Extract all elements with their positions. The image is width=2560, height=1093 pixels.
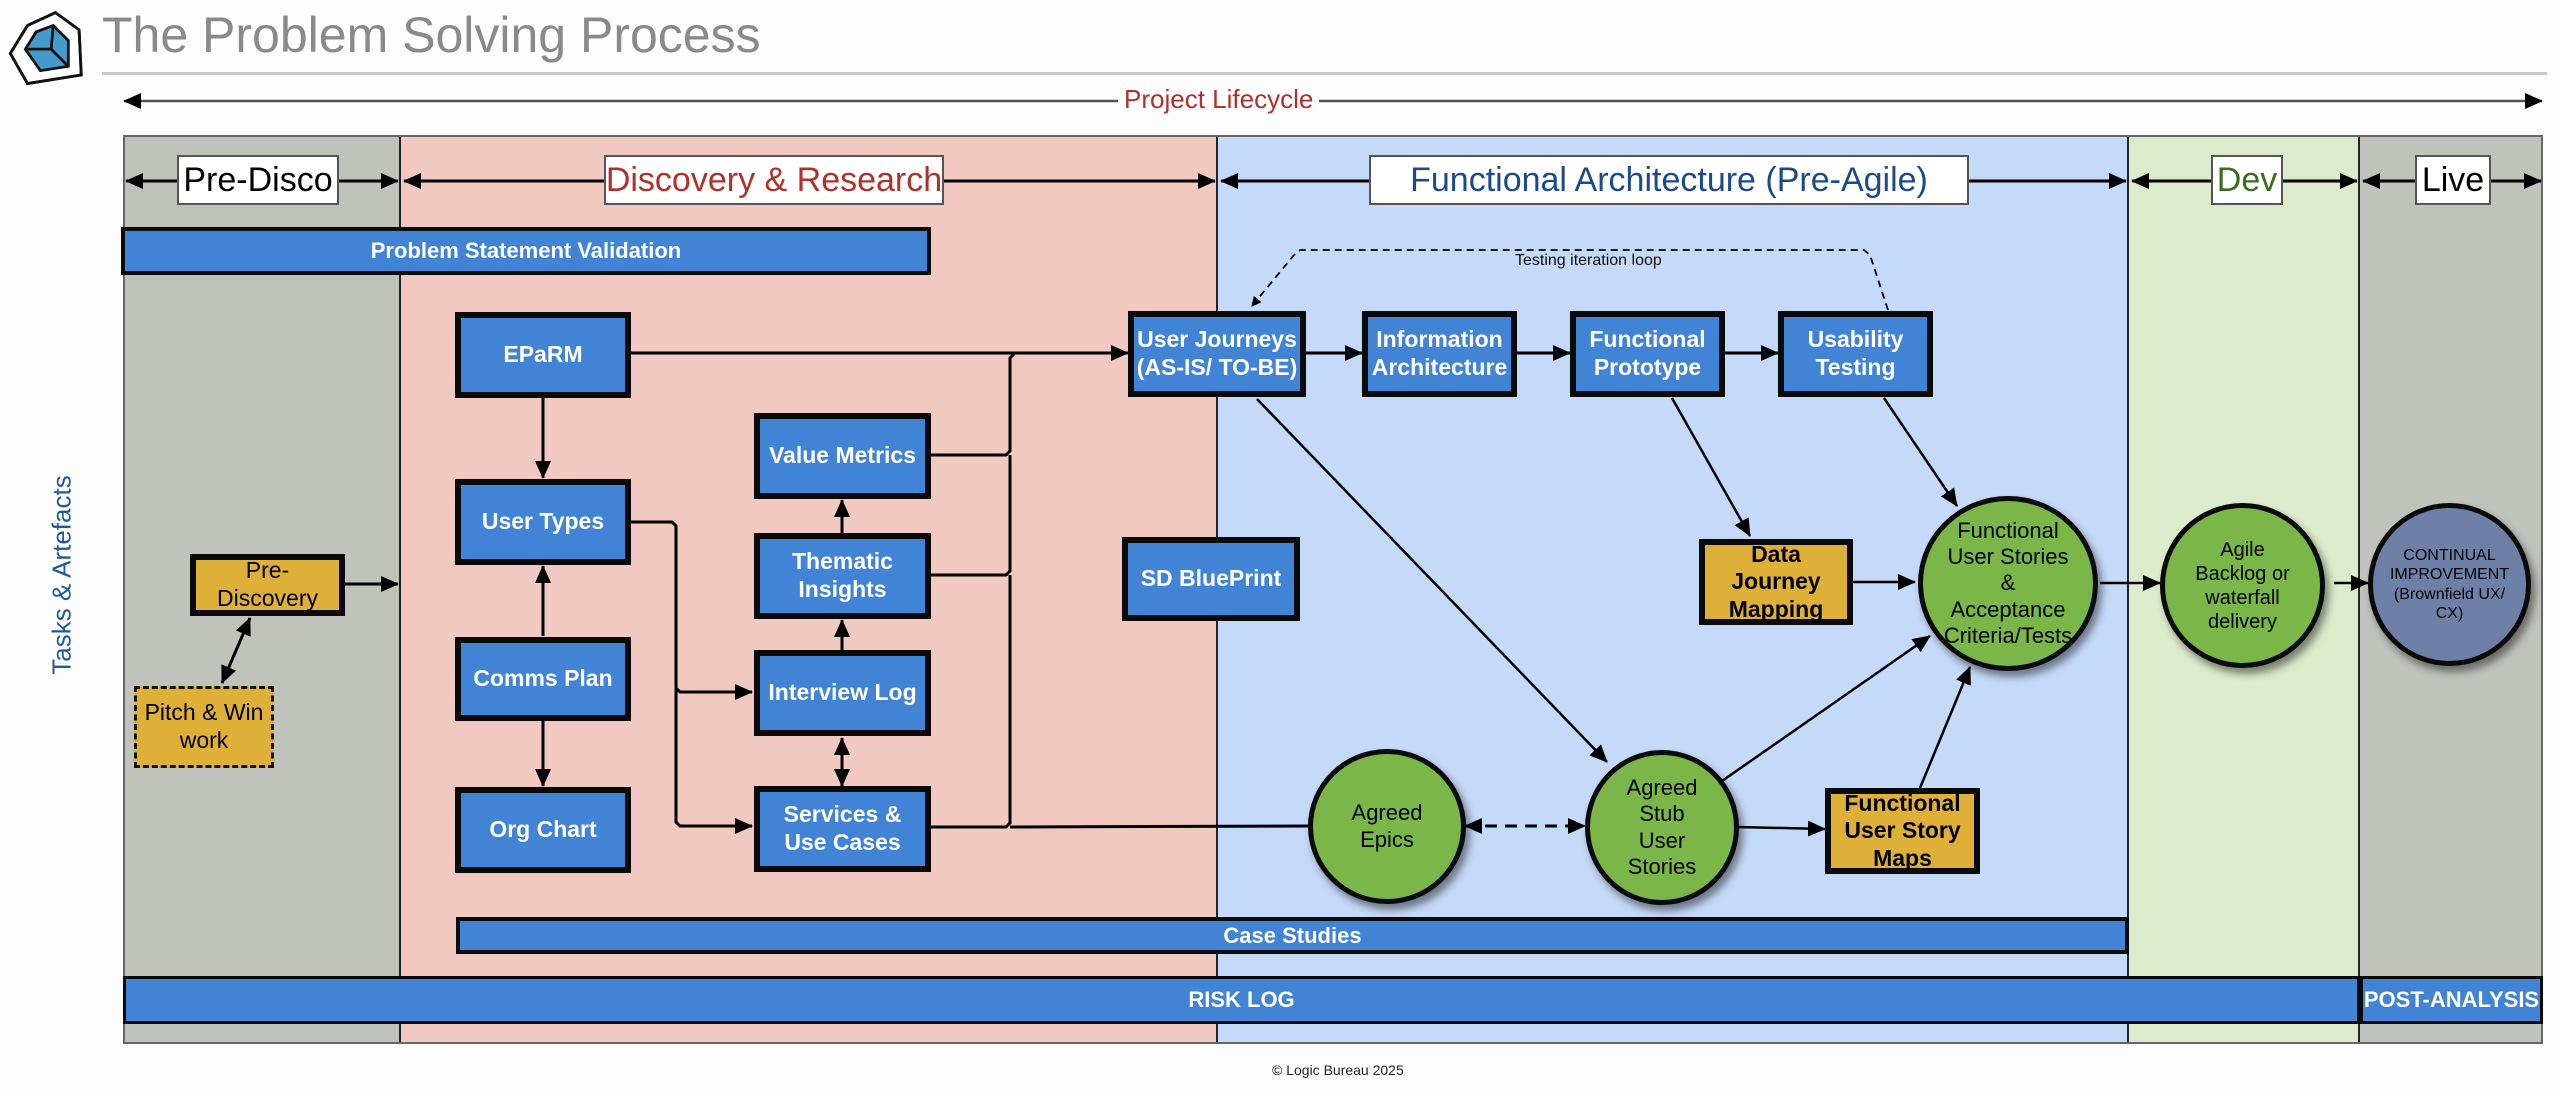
lifecycle-label: Project Lifecycle [1118, 84, 1320, 115]
node-functional-prototype[interactable]: Functional Prototype [1570, 311, 1725, 397]
case-studies-bar[interactable]: Case Studies [456, 917, 2129, 954]
node-agreed-stub-user-stories[interactable]: Agreed Stub User Stories [1585, 750, 1739, 905]
node-user-journeys[interactable]: User Journeys (AS-IS/ TO-BE) [1128, 311, 1306, 397]
node-data-journey-mapping[interactable]: Data Journey Mapping [1699, 539, 1853, 625]
node-continual-improvement[interactable]: CONTINUAL IMPROVEMENT (Brownfield UX/ CX… [2368, 503, 2531, 666]
node-eparm[interactable]: EPaRM [455, 312, 631, 398]
node-sd-blueprint[interactable]: SD BluePrint [1122, 537, 1300, 621]
phase-label-live: Live [2415, 155, 2491, 205]
node-services-use-cases[interactable]: Services & Use Cases [754, 786, 931, 872]
phase-label-discovery: Discovery & Research [604, 155, 944, 205]
node-information-architecture[interactable]: Information Architecture [1362, 311, 1517, 397]
testing-loop-label: Testing iteration loop [1515, 252, 1662, 269]
problem-statement-bar[interactable]: Problem Statement Validation [121, 227, 931, 275]
title-divider [102, 72, 2547, 75]
node-pre-discovery[interactable]: Pre- Discovery [190, 554, 345, 616]
lifecycle-frame [123, 135, 2543, 1044]
node-usability-testing[interactable]: Usability Testing [1778, 311, 1933, 397]
node-user-types[interactable]: User Types [455, 479, 631, 565]
node-value-metrics[interactable]: Value Metrics [754, 413, 931, 499]
page-title: The Problem Solving Process [102, 7, 761, 63]
cube-logo-icon [8, 10, 83, 86]
copyright-footer: © Logic Bureau 2025 [1272, 1062, 1404, 1078]
tasks-artefacts-label: Tasks & Artefacts [46, 475, 77, 675]
node-agreed-epics[interactable]: Agreed Epics [1308, 749, 1466, 904]
risk-log-bar[interactable]: RISK LOG [123, 976, 2360, 1024]
node-org-chart[interactable]: Org Chart [455, 787, 631, 873]
node-comms-plan[interactable]: Comms Plan [455, 637, 631, 721]
node-pitch-win-work[interactable]: Pitch & Win work [134, 686, 274, 768]
phase-label-dev: Dev [2211, 155, 2283, 205]
node-interview-log[interactable]: Interview Log [754, 650, 931, 736]
node-agile-backlog[interactable]: Agile Backlog or waterfall delivery [2160, 503, 2325, 668]
node-thematic-insights[interactable]: Thematic Insights [754, 533, 931, 619]
node-functional-user-story-maps[interactable]: Functional User Story Maps [1825, 788, 1980, 874]
phase-label-pre-disco: Pre-Disco [177, 155, 339, 205]
post-analysis-bar[interactable]: POST-ANALYSIS [2360, 976, 2543, 1024]
node-functional-user-stories[interactable]: Functional User Stories & Acceptance Cri… [1918, 496, 2098, 671]
phase-label-functional-architecture: Functional Architecture (Pre-Agile) [1369, 155, 1969, 205]
